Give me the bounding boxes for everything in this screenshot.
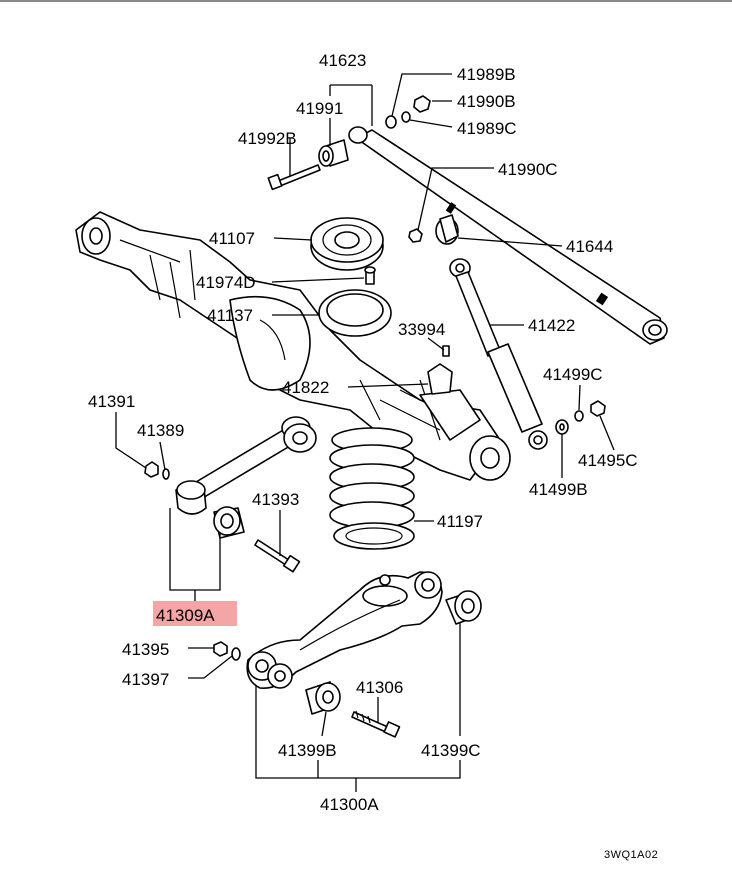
label-41499C[interactable]: 41499C <box>543 365 603 384</box>
washer-41989C[interactable] <box>401 111 411 123</box>
label-41309A[interactable]: 41309A <box>156 606 215 625</box>
spring-pad-41137[interactable] <box>318 289 392 337</box>
bolt-41974D[interactable] <box>364 266 376 285</box>
label-41389[interactable]: 41389 <box>137 421 184 440</box>
bolt-33994[interactable] <box>442 345 450 357</box>
label-41644[interactable]: 41644 <box>566 237 613 256</box>
bushing-41399C[interactable] <box>445 590 482 625</box>
label-41989B[interactable]: 41989B <box>457 65 516 84</box>
washer-41389[interactable] <box>162 468 170 480</box>
lateral-rod-part[interactable] <box>348 126 668 345</box>
coil-spring-41197[interactable] <box>329 427 415 550</box>
bolt-41992B[interactable] <box>267 164 321 191</box>
bushing-41399B[interactable] <box>305 681 341 715</box>
label-41499B[interactable]: 41499B <box>529 480 588 499</box>
label-41137[interactable]: 41137 <box>207 306 253 325</box>
axle-housing-part <box>75 211 511 481</box>
washer-41499B[interactable] <box>555 419 569 435</box>
upper-arm-41309A[interactable] <box>175 416 317 515</box>
bushing-41991[interactable] <box>318 139 349 167</box>
label-41393[interactable]: 41393 <box>252 490 299 509</box>
label-41991[interactable]: 41991 <box>296 99 343 118</box>
part-labels: 41623 41989B 41990B 41991 41989C 41992B … <box>88 51 658 861</box>
bushing-41309A[interactable] <box>213 506 245 539</box>
spring-seat-41107[interactable] <box>310 217 384 271</box>
top-border <box>0 0 732 2</box>
nut-41495C[interactable] <box>590 400 606 417</box>
bolt-41393[interactable] <box>254 539 301 573</box>
label-41300A[interactable]: 41300A <box>320 795 379 814</box>
label-41422[interactable]: 41422 <box>528 316 575 335</box>
label-41989C[interactable]: 41989C <box>457 119 517 138</box>
label-33994[interactable]: 33994 <box>398 320 445 339</box>
label-41107[interactable]: 41107 <box>209 229 255 248</box>
bump-rubber-41822[interactable] <box>427 363 453 395</box>
label-41395[interactable]: 41395 <box>122 640 169 659</box>
label-41399C[interactable]: 41399C <box>421 741 481 760</box>
label-41399B[interactable]: 41399B <box>278 741 337 760</box>
label-41992B[interactable]: 41992B <box>238 129 297 148</box>
nut-41990B[interactable] <box>413 95 431 113</box>
nut-41391[interactable] <box>144 461 159 478</box>
diagram-code: 3WQ1A02 <box>604 849 658 861</box>
label-41306[interactable]: 41306 <box>356 678 403 697</box>
nut-41990C[interactable] <box>408 228 423 243</box>
label-41822[interactable]: 41822 <box>282 378 329 397</box>
label-41391[interactable]: 41391 <box>88 392 135 411</box>
shock-absorber-41422[interactable] <box>449 258 548 450</box>
washer-41397[interactable] <box>231 647 241 661</box>
highlight-41309A <box>153 601 237 626</box>
lower-arm-41300A[interactable] <box>246 571 443 689</box>
label-41990C[interactable]: 41990C <box>498 160 558 179</box>
washer-41499C[interactable] <box>574 410 584 422</box>
label-41990B[interactable]: 41990B <box>457 92 516 111</box>
bolt-41306[interactable] <box>351 710 401 738</box>
label-41623[interactable]: 41623 <box>319 51 366 70</box>
label-41495C[interactable]: 41495C <box>578 451 638 470</box>
bump-stopper-41644[interactable] <box>435 214 459 245</box>
label-41397[interactable]: 41397 <box>122 670 169 689</box>
label-41974D[interactable]: 41974D <box>196 273 256 292</box>
nut-41395[interactable] <box>213 641 228 657</box>
washer-41989B[interactable] <box>385 115 397 129</box>
label-41197[interactable]: 41197 <box>437 512 483 531</box>
leader-lines <box>115 73 615 792</box>
